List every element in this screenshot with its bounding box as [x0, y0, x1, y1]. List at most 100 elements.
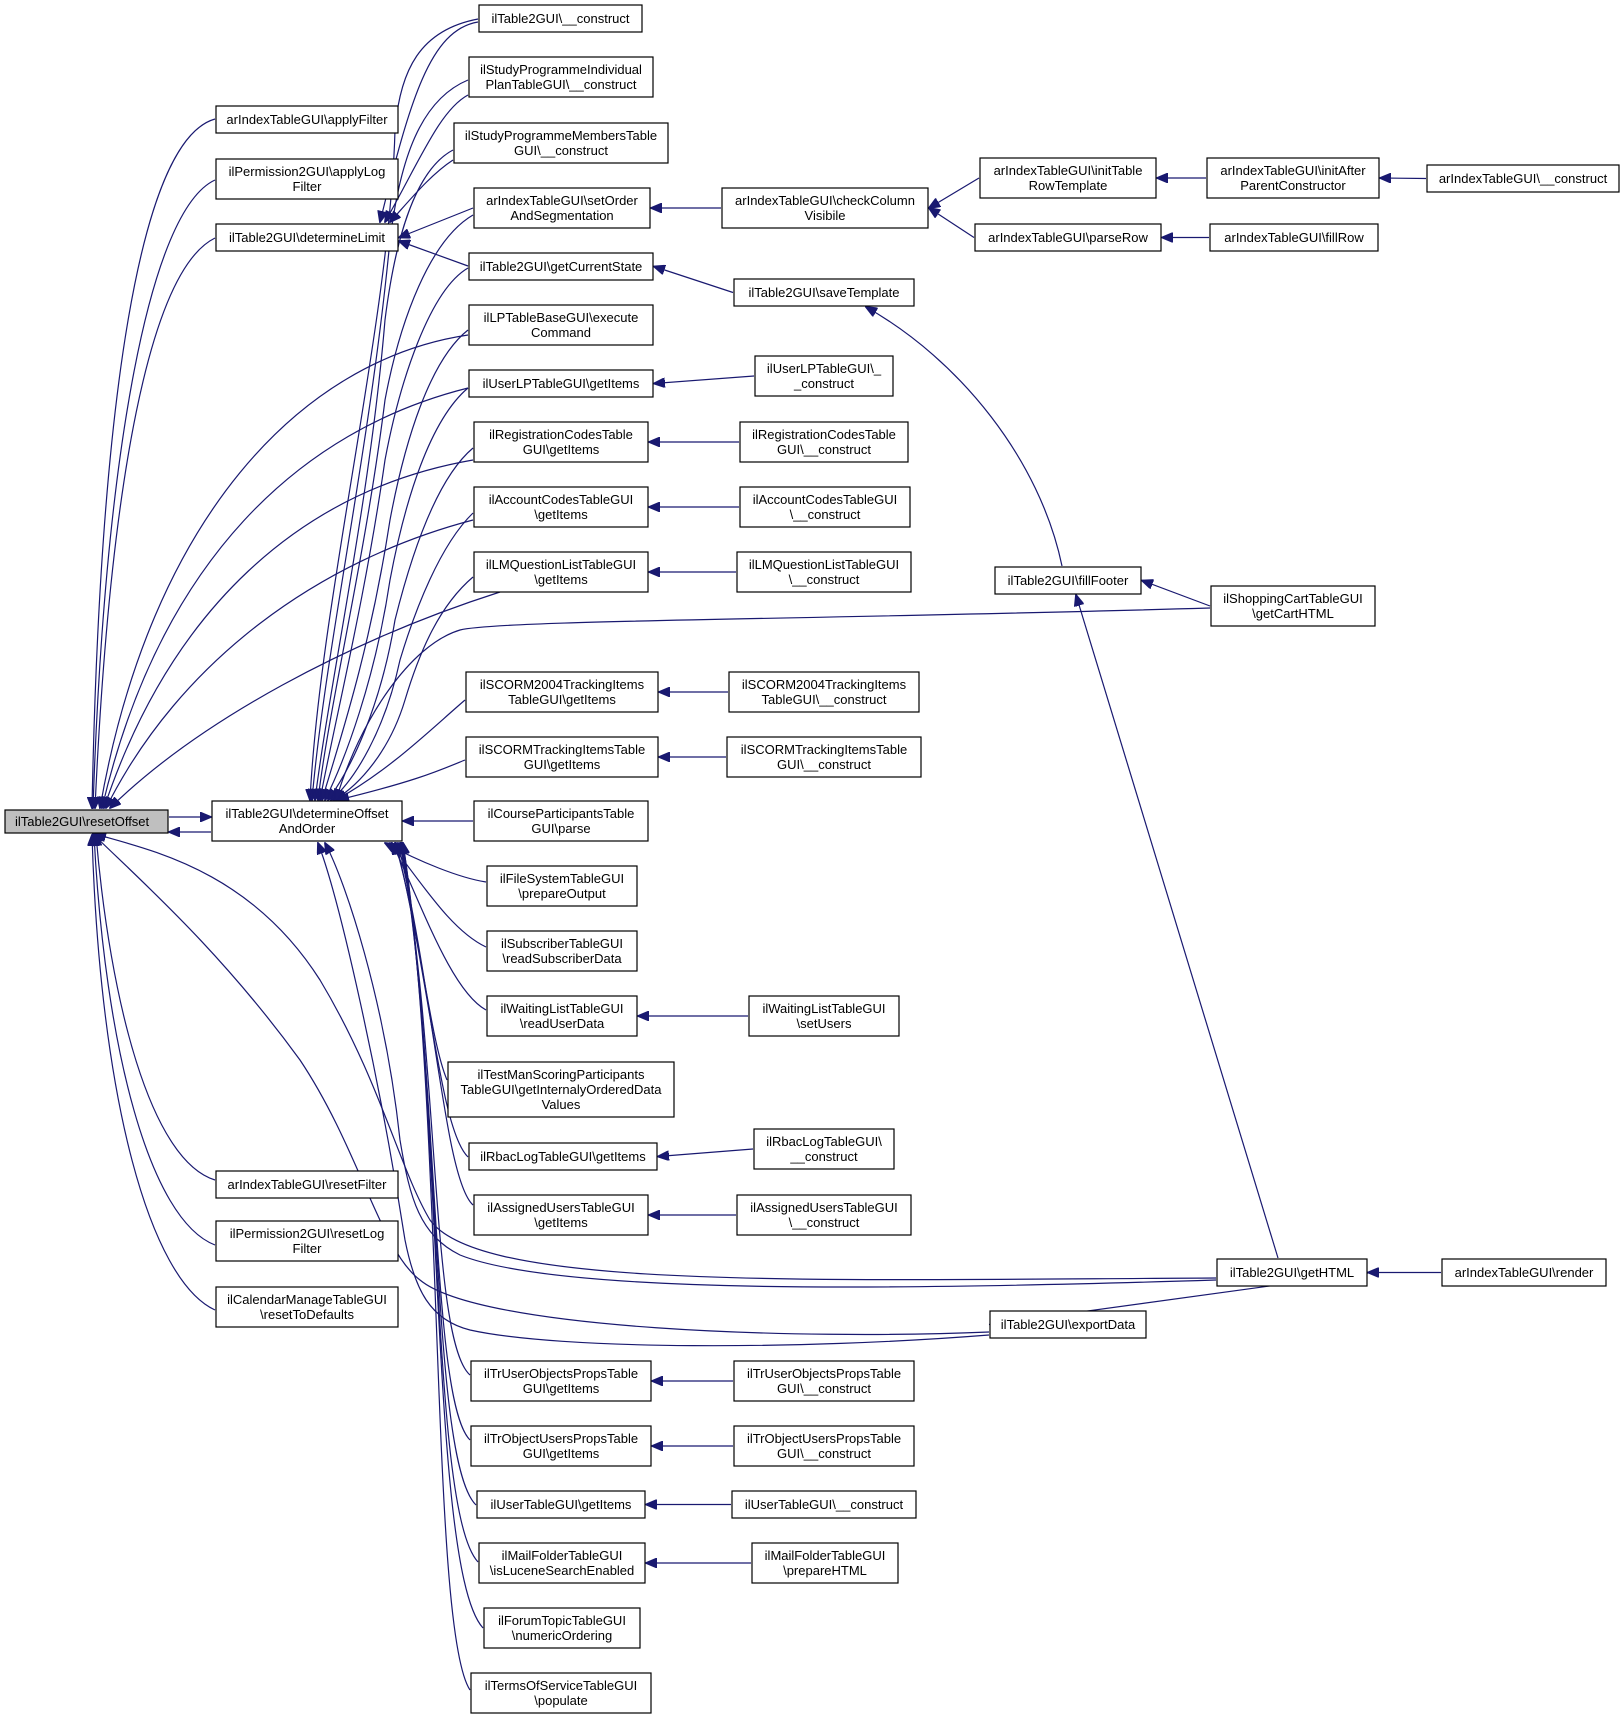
node-userTableGetItems[interactable]: ilUserTableGUI\getItems — [476, 1490, 646, 1519]
node-parseRow[interactable]: arIndexTableGUI\parseRow — [974, 223, 1162, 252]
node-label: ilRbacLogTableGUI\__construct — [766, 1134, 882, 1164]
node-tosPopulate[interactable]: ilTermsOfServiceTableGUI\populate — [470, 1672, 652, 1714]
node-label: ilAccountCodesTableGUI\__construct — [753, 492, 898, 522]
node-waitingRead[interactable]: ilWaitingListTableGUI\readUserData — [486, 995, 638, 1037]
node-assignedConstruct[interactable]: ilAssignedUsersTableGUI\__construct — [736, 1194, 912, 1236]
node-box — [473, 800, 649, 842]
node-label: ilSubscriberTableGUI\readSubscriberData — [501, 936, 623, 966]
node-box — [979, 157, 1157, 199]
node-fsPrepare[interactable]: ilFileSystemTableGUI\prepareOutput — [486, 865, 638, 907]
node-label: arIndexTableGUI\parseRow — [988, 230, 1148, 245]
node-rbacConstruct[interactable]: ilRbacLogTableGUI\__construct — [753, 1128, 895, 1170]
node-mailPrepare[interactable]: ilMailFolderTableGUI\prepareHTML — [751, 1542, 899, 1584]
node-box — [748, 995, 900, 1037]
node-lmqGetItems[interactable]: ilLMQuestionListTableGUI\getItems — [473, 551, 649, 593]
node-box — [989, 1310, 1147, 1339]
node-userLPConstruct[interactable]: ilUserLPTableGUI\__construct — [754, 355, 894, 397]
edge-setOrderAndSeg-to-determineLimit — [399, 207, 474, 238]
node-arConstruct[interactable]: arIndexTableGUI\__construct — [1426, 164, 1620, 193]
edge-parseRow-to-checkColumn — [929, 208, 975, 239]
node-label: ilAccountCodesTableGUI\getItems — [489, 492, 634, 522]
node-subscriberRead[interactable]: ilSubscriberTableGUI\readSubscriberData — [486, 930, 638, 972]
edge-arConstruct-to-initAfterParent — [1380, 178, 1427, 179]
node-t2construct[interactable]: ilTable2GUI\__construct — [478, 4, 643, 33]
node-applyFilter[interactable]: arIndexTableGUI\applyFilter — [215, 105, 399, 134]
edge-scormGetItems-to-determineOffsetAndOrder — [338, 759, 466, 800]
edge-trObjUsersGetItems-to-determineOffsetAndOrder — [401, 843, 471, 1441]
node-box — [754, 355, 894, 397]
node-mailLucene[interactable]: ilMailFolderTableGUI\isLuceneSearchEnabl… — [478, 1542, 646, 1584]
edges-layer — [92, 18, 1441, 1691]
node-box — [215, 158, 399, 200]
node-resetFilter[interactable]: arIndexTableGUI\resetFilter — [215, 1170, 399, 1199]
edge-setOrderAndSeg-to-determineOffsetAndOrder — [318, 214, 474, 800]
node-box — [486, 995, 638, 1037]
node-forumNumeric[interactable]: ilForumTopicTableGUI\numericOrdering — [483, 1607, 641, 1649]
node-assignedGetItems[interactable]: ilAssignedUsersTableGUI\getItems — [473, 1194, 649, 1236]
node-box — [731, 1490, 917, 1519]
node-determineLimit[interactable]: ilTable2GUI\determineLimit — [215, 223, 399, 252]
node-lmqConstruct[interactable]: ilLMQuestionListTableGUI\__construct — [736, 551, 912, 593]
edge-applyFilter-to-resetOffset — [92, 118, 216, 808]
node-exportData[interactable]: ilTable2GUI\exportData — [989, 1310, 1147, 1339]
node-box — [733, 1425, 915, 1467]
node-label: ilMailFolderTableGUI\prepareHTML — [765, 1548, 886, 1578]
node-box — [473, 551, 649, 593]
node-saveTemplate[interactable]: ilTable2GUI\saveTemplate — [733, 278, 915, 307]
edge-userLPGetItems-to-determineOffsetAndOrder — [325, 387, 469, 800]
node-fillFooter[interactable]: ilTable2GUI\fillFooter — [994, 566, 1142, 595]
node-label: ilLMQuestionListTableGUI\__construct — [749, 557, 899, 587]
node-box — [473, 486, 649, 528]
node-box — [470, 1425, 652, 1467]
node-accCodesGetItems[interactable]: ilAccountCodesTableGUI\getItems — [473, 486, 649, 528]
node-getHTML[interactable]: ilTable2GUI\getHTML — [1216, 1258, 1368, 1287]
node-accCodesConstruct[interactable]: ilAccountCodesTableGUI\__construct — [739, 486, 911, 528]
node-box — [468, 252, 654, 281]
node-rbacGetItems[interactable]: ilRbacLogTableGUI\getItems — [468, 1142, 658, 1171]
node-label: arIndexTableGUI\render — [1455, 1265, 1594, 1280]
node-arRender[interactable]: arIndexTableGUI\render — [1441, 1258, 1607, 1287]
edge-t2construct-to-determineOffsetAndOrder — [310, 18, 479, 800]
node-box — [486, 865, 638, 907]
edge-initTableRow-to-checkColumn — [929, 177, 980, 208]
edge-spIndividual-to-determineOffsetAndOrder — [312, 79, 469, 800]
node-resetOffset[interactable]: ilTable2GUI\resetOffset — [4, 809, 169, 834]
node-fillRow[interactable]: arIndexTableGUI\fillRow — [1209, 223, 1379, 252]
node-getCurrentState[interactable]: ilTable2GUI\getCurrentState — [468, 252, 654, 281]
node-box — [1441, 1258, 1607, 1287]
node-waitingSetUsers[interactable]: ilWaitingListTableGUI\setUsers — [748, 995, 900, 1037]
node-resetToDefaults[interactable]: ilCalendarManageTableGUI\resetToDefaults — [215, 1286, 399, 1328]
node-userTableConstruct[interactable]: ilUserTableGUI\__construct — [731, 1490, 917, 1519]
node-shoppingCart[interactable]: ilShoppingCartTableGUI\getCartHTML — [1210, 585, 1376, 627]
node-userLPGetItems[interactable]: ilUserLPTableGUI\getItems — [468, 369, 654, 398]
